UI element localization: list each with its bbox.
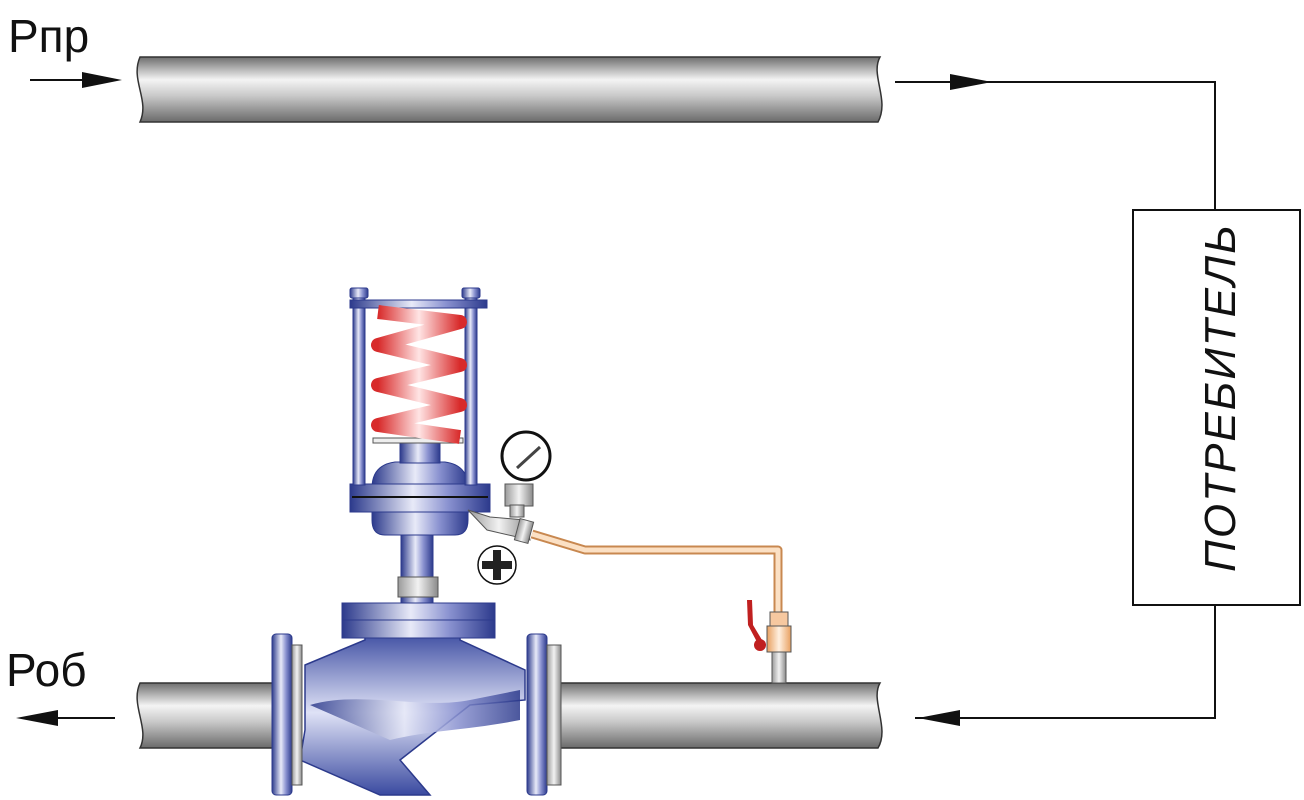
valve-handle <box>747 600 762 642</box>
supply-pipe <box>136 56 883 123</box>
return-outlet-arrow <box>16 710 115 726</box>
impulse-tube <box>530 529 783 612</box>
plus-sign-text: + <box>0 0 1 1</box>
pressure-gauge <box>467 430 552 545</box>
consumer-box: ПОТРЕБИТЕЛЬ <box>1132 209 1301 606</box>
spring <box>371 305 467 444</box>
valve-inlet-flange <box>271 633 293 796</box>
shutoff-ball-valve[interactable] <box>747 600 792 684</box>
supply-pressure-label: Рпр <box>8 10 89 62</box>
consumer-to-return-line <box>915 605 1216 726</box>
stem-coupling <box>397 576 439 598</box>
actuator <box>349 287 491 604</box>
consumer-label: ПОТРЕБИТЕЛЬ <box>1196 223 1245 572</box>
frame-post-left <box>352 294 366 486</box>
supply-inlet-arrow <box>30 72 122 88</box>
return-pressure-label: Роб <box>6 644 87 696</box>
regulating-valve-body <box>271 602 562 796</box>
plus-pressure-marker: + <box>0 0 517 585</box>
valve-outlet-flange <box>526 633 548 796</box>
supply-to-consumer-line <box>895 74 1216 210</box>
